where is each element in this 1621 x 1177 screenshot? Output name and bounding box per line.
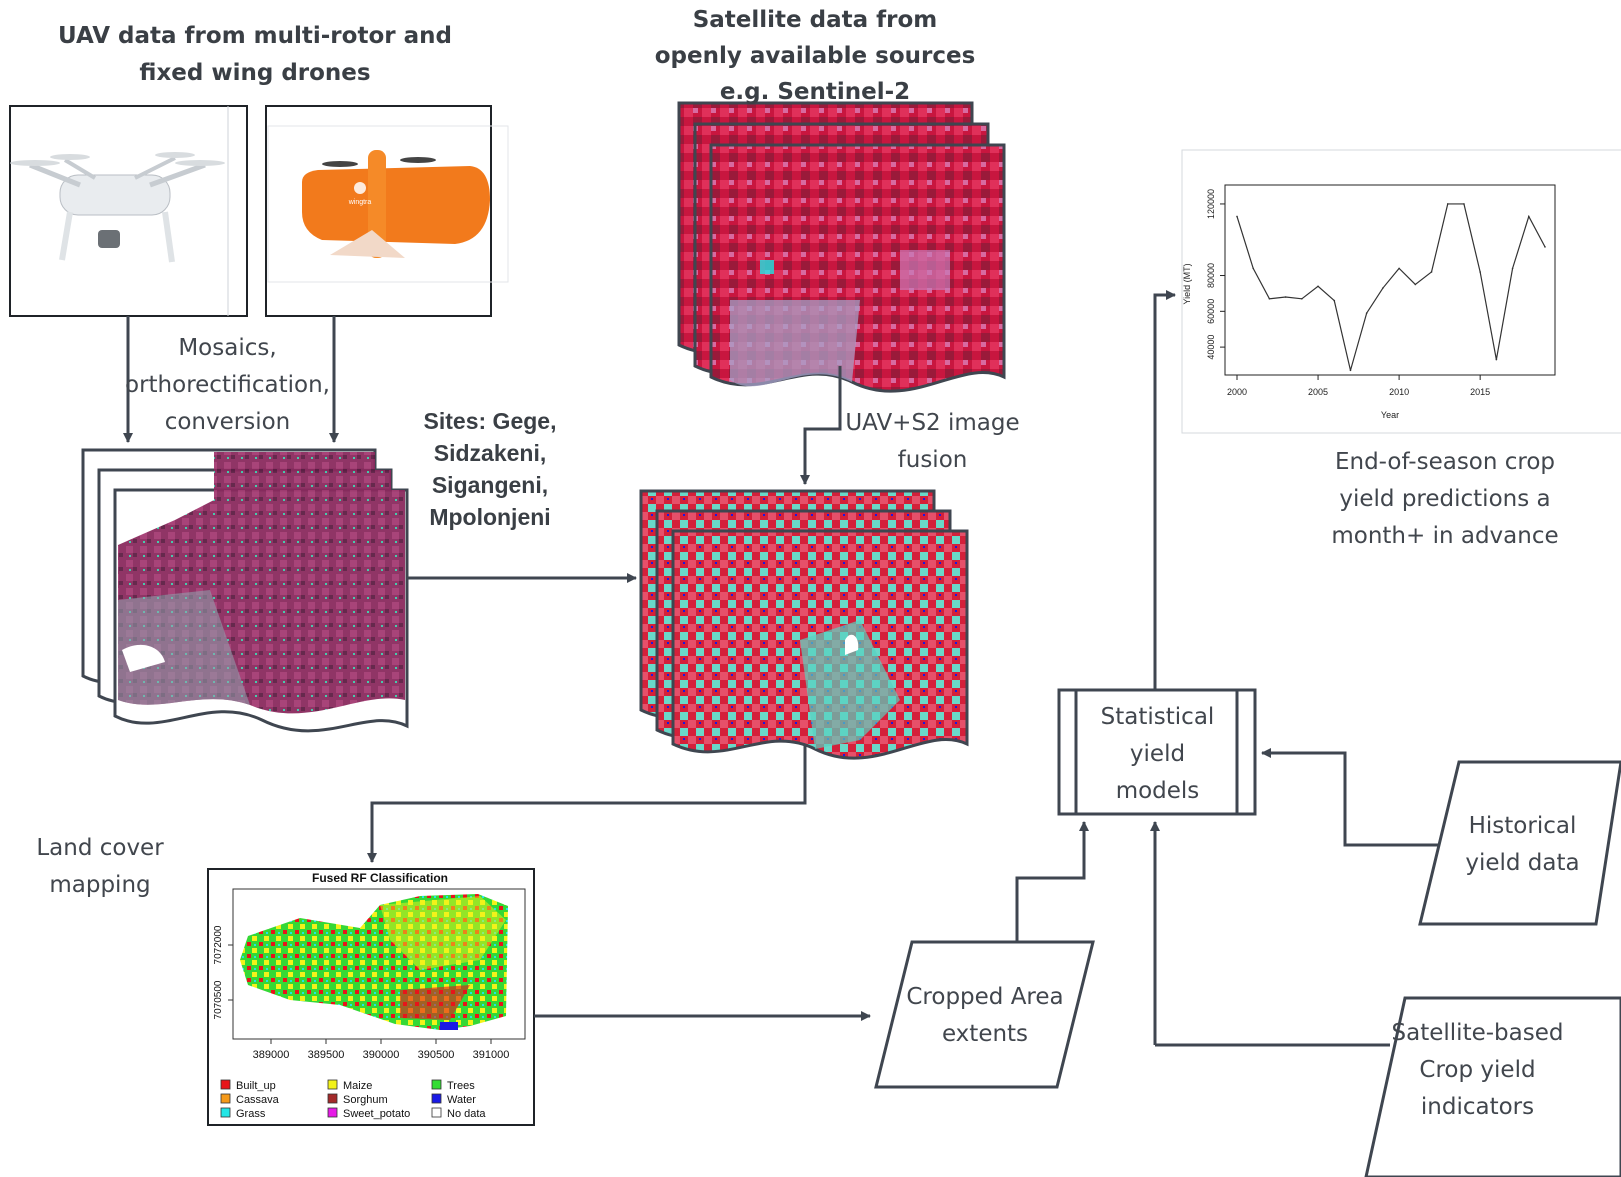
map-x-tick-label: 390000 (363, 1049, 400, 1061)
chart-point (1544, 246, 1546, 248)
chart-x-tick-label: 2005 (1308, 387, 1328, 397)
map-x-tick-label: 389000 (253, 1049, 290, 1061)
map-legend-swatch (327, 1093, 338, 1104)
chart-axes: 2000 2005 2010 2015 40000 60000 80000 120000 (1206, 189, 1490, 397)
chart-point (1301, 297, 1303, 300)
chart-y-tick-label: 60000 (1206, 299, 1216, 324)
drone-logo-text: wingtra (348, 199, 372, 206)
chart-point (1430, 271, 1433, 273)
chart-series-line (1236, 203, 1546, 371)
chart-x-tick-label: 2015 (1470, 387, 1490, 397)
fused-image-stack (639, 489, 969, 760)
models-label: Statistical yield models (1100, 704, 1215, 804)
cropped-area-label: Cropped Area extents (906, 984, 1064, 1047)
fixed-wing-drone-photo: wingtra (265, 105, 509, 317)
map-legend-swatch (431, 1107, 442, 1118)
uav-title: UAV data from multi-rotor and fixed wing… (58, 23, 452, 86)
chart-ylabel: Yield (MT) (1182, 263, 1192, 304)
chart-point (1333, 299, 1336, 302)
chart-x-tick-label: 2000 (1227, 387, 1247, 397)
fusion-label: UAV+S2 image fusion (845, 410, 1020, 473)
chart-y-tick-label: 40000 (1206, 335, 1216, 360)
map-legend-label: Sweet_potato (343, 1108, 410, 1120)
chart-point (1527, 215, 1530, 218)
map-legend-label: Water (447, 1094, 476, 1106)
predictions-label: End-of-season crop yield predictions a m… (1331, 449, 1559, 549)
statistical-models-box (1057, 688, 1257, 816)
chart-point (1349, 369, 1352, 372)
satellite-image-stack (677, 101, 1006, 393)
chart-point (1446, 203, 1449, 205)
map-legend-label: Built_up (236, 1080, 276, 1092)
map-legend-label: Sorghum (343, 1094, 388, 1106)
chart-point (1463, 203, 1465, 205)
map-x-tick-label: 390500 (418, 1049, 455, 1061)
land-cover-map: Fused RF Classification 389000 389500 3900… (207, 868, 535, 1126)
chart-point (1382, 287, 1384, 289)
map-legend-swatch (220, 1107, 231, 1118)
chart-point (1268, 297, 1271, 300)
land-cover-label: Land cover mapping (36, 835, 164, 898)
satellite-indicators-label: Satellite-based Crop yield indicators (1391, 1020, 1564, 1120)
chart-point (1414, 283, 1417, 286)
map-legend-label: Grass (236, 1108, 266, 1120)
map-x-tick-label: 391000 (473, 1049, 510, 1061)
map-x-tick-label: 389500 (308, 1049, 345, 1061)
map-y-tick-label: 7070500 (213, 980, 224, 1019)
map-legend-label: Cassava (236, 1094, 280, 1106)
map-x-ticks: 389000 389500 390000 390500 391000 (253, 1039, 510, 1061)
map-legend-swatch (327, 1079, 338, 1090)
map-legend-label: No data (447, 1108, 486, 1120)
map-legend-swatch (431, 1079, 442, 1090)
chart-point (1236, 215, 1238, 218)
map-y-ticks: 7072000 7070500 (213, 925, 233, 1019)
chart-x-tick-label: 2010 (1389, 387, 1409, 397)
chart-xlabel: Year (1381, 410, 1399, 420)
chart-point (1495, 358, 1498, 361)
quadcopter-photo (9, 105, 248, 317)
historical-data-label: Historical yield data (1465, 813, 1580, 876)
map-title: Fused RF Classification (312, 871, 448, 885)
map-y-tick-label: 7072000 (213, 925, 224, 964)
chart-point (1284, 296, 1287, 298)
historical-data-parallelogram (1418, 760, 1621, 926)
map-legend-label: Maize (343, 1080, 372, 1092)
chart-y-tick-label: 80000 (1206, 263, 1216, 288)
map-legend-swatch (431, 1093, 442, 1104)
chart-points (1236, 203, 1546, 372)
yield-time-series-chart: 2000 2005 2010 2015 40000 60000 80000 120000 Ye… (1181, 149, 1621, 434)
chart-y-tick-label: 120000 (1206, 189, 1216, 219)
connectors (123, 290, 1440, 1047)
satellite-indicators-parallelogram (1364, 996, 1621, 1177)
chart-point (1317, 285, 1319, 288)
uav-mosaic-stack (81, 448, 409, 733)
chart-plot-frame (1224, 184, 1556, 376)
sites-label: Sites: Gege, Sidzakeni, Sigangeni, Mpolo… (423, 408, 557, 530)
chart-point (1252, 267, 1255, 270)
map-legend-label: Trees (447, 1080, 475, 1092)
mosaics-label: Mosaics, orthorectification, conversion (125, 335, 330, 435)
chart-point (1365, 312, 1368, 314)
chart-point (1511, 267, 1514, 270)
chart-point (1398, 267, 1400, 270)
map-legend-swatch (220, 1079, 231, 1090)
chart-point (1479, 271, 1481, 273)
map-legend-swatch (220, 1093, 231, 1104)
map-legend-swatch (327, 1107, 338, 1118)
cropped-area-parallelogram (874, 940, 1095, 1089)
satellite-title: Satellite data from openly available sou… (654, 7, 976, 105)
